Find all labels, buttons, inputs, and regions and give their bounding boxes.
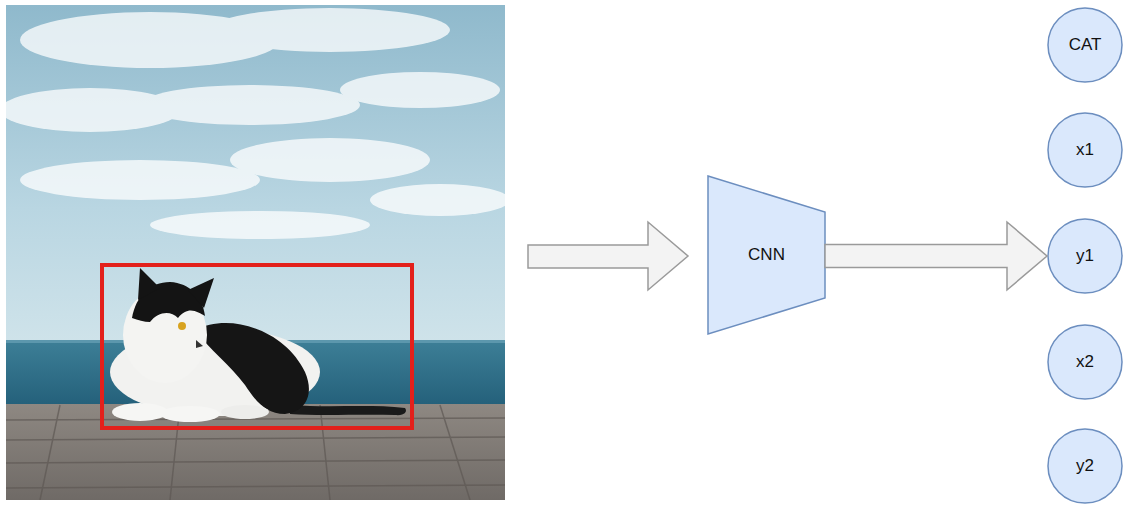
output-circle: y1 bbox=[1047, 218, 1123, 294]
node-label: y1 bbox=[1076, 246, 1094, 266]
bounding-box bbox=[102, 265, 412, 428]
output-circle: x2 bbox=[1047, 324, 1123, 400]
node-label: y2 bbox=[1076, 456, 1094, 476]
node-label: x1 bbox=[1076, 140, 1094, 160]
node-label: x2 bbox=[1076, 352, 1094, 372]
node-label: CAT bbox=[1069, 35, 1102, 55]
output-circle: CAT bbox=[1047, 7, 1123, 83]
output-circle: y2 bbox=[1047, 428, 1123, 504]
block-arrow bbox=[528, 222, 688, 290]
node-label: CNN bbox=[748, 245, 785, 265]
cat-photo bbox=[6, 5, 505, 500]
cnn-block: CNN bbox=[708, 176, 825, 334]
block-arrow bbox=[825, 222, 1047, 290]
output-circle: x1 bbox=[1047, 112, 1123, 188]
